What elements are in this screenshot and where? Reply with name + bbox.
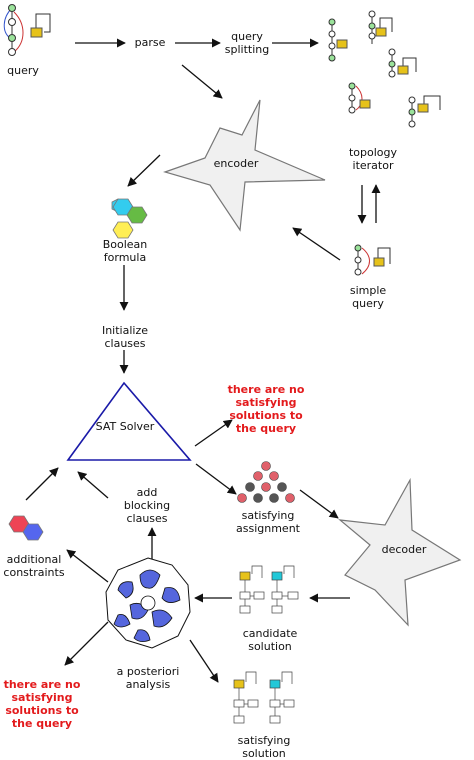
sat-solver-triangle <box>66 381 192 461</box>
candidate-solution-icon <box>239 565 299 614</box>
piece-5 <box>408 95 441 128</box>
piece-2 <box>368 10 393 44</box>
analysis-virus-icon <box>105 557 191 649</box>
query-graph-icon <box>3 4 51 56</box>
arrow-blocking-to-solver <box>77 471 109 499</box>
arrow-analysis-to-solution <box>189 639 219 683</box>
label-decoder: decoder <box>381 543 427 556</box>
arrow-constraints-to-solver <box>25 467 59 501</box>
satisfying-assignment-dots-icon <box>237 461 295 503</box>
decoder-star <box>338 477 462 627</box>
arrow-encoder-to-boolean <box>127 154 161 187</box>
arrow-parse-to-encoder <box>181 64 223 99</box>
arrow-analysis-to-no-solutions <box>64 621 109 666</box>
encoder-star <box>163 99 326 232</box>
split-query-pieces-icon <box>328 10 441 128</box>
label-sat-solver: SAT Solver <box>95 420 155 433</box>
additional-constraints-hexagons <box>8 515 44 541</box>
piece-3 <box>388 48 417 78</box>
label-query: query <box>7 64 39 77</box>
arrow-assignment-to-decoder <box>299 489 339 519</box>
satisfying-solution-icon <box>233 671 295 724</box>
piece-1 <box>328 18 348 62</box>
arrow-solver-to-assignment <box>195 463 237 495</box>
arrow-solver-to-no-solutions <box>194 419 233 447</box>
arrows <box>25 38 381 683</box>
arrow-simple-query-to-encoder <box>292 227 341 261</box>
label-encoder: encoder <box>213 157 259 170</box>
boolean-formula-hexagons <box>111 198 148 239</box>
simple-query-icon <box>354 244 391 276</box>
label-parse: parse <box>134 36 166 49</box>
arrow-analysis-to-constraints <box>66 549 109 583</box>
piece-4 <box>348 82 371 114</box>
